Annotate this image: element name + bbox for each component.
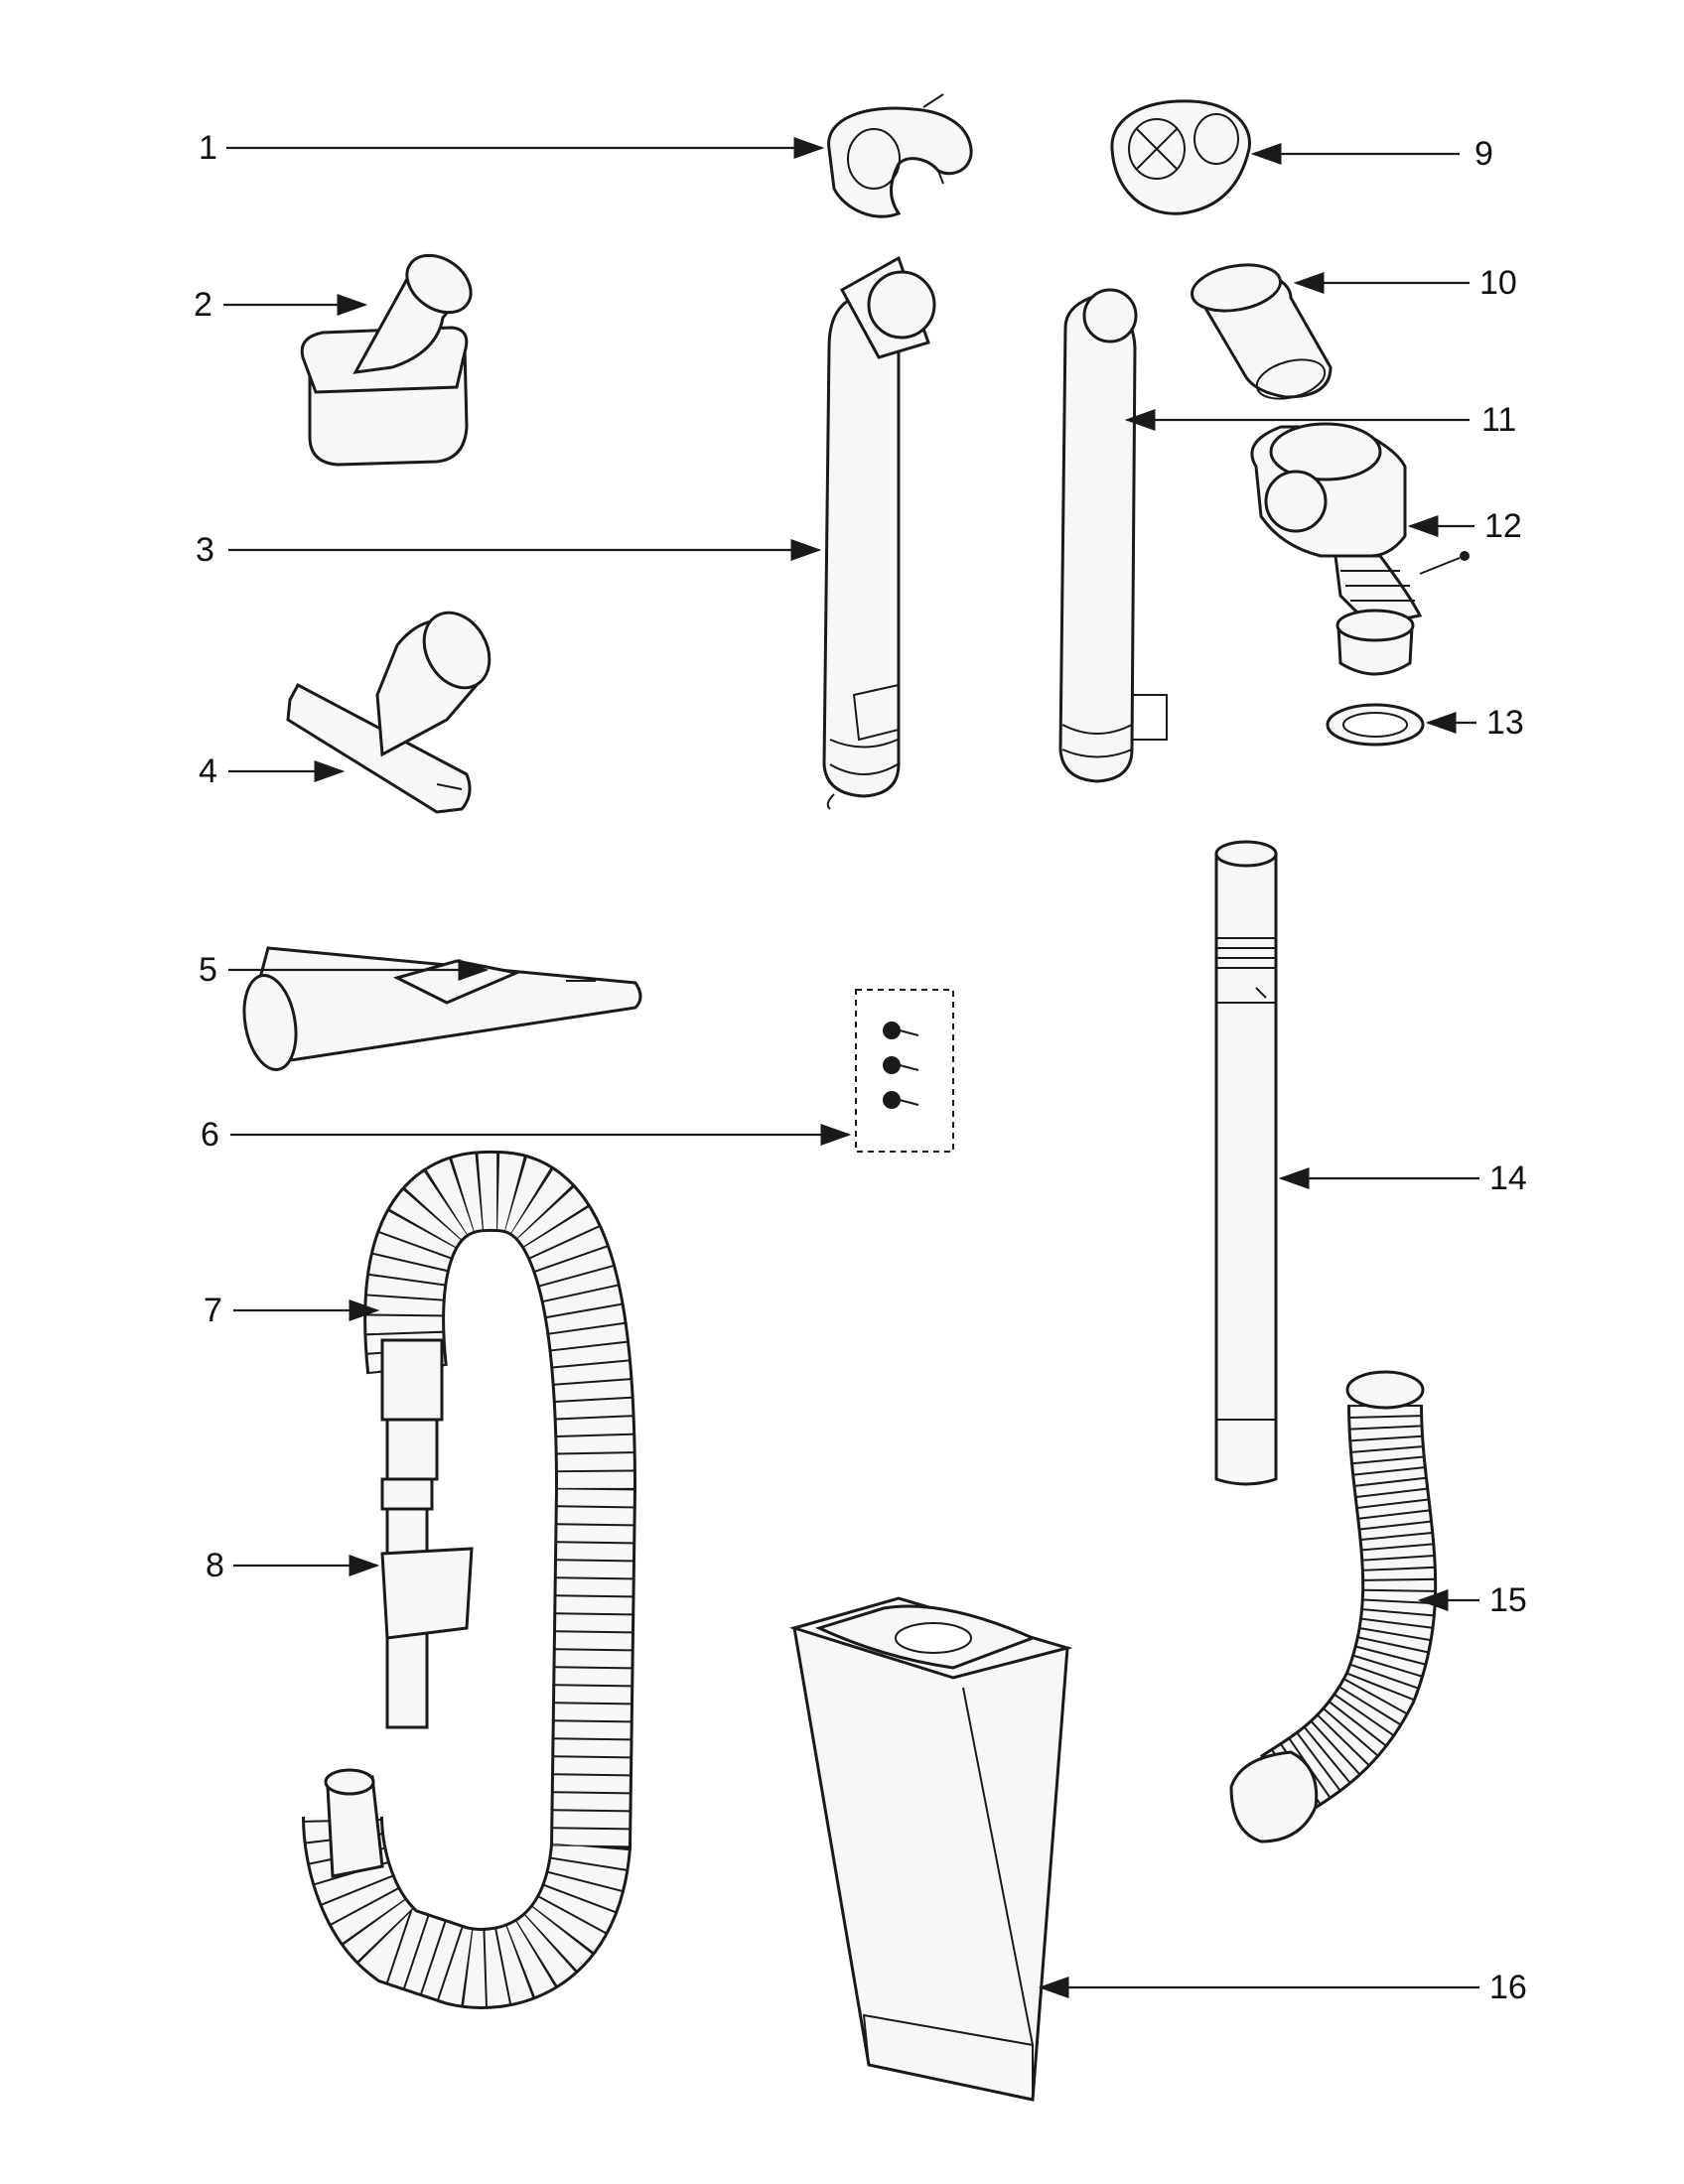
leader-lines xyxy=(223,137,1479,1998)
part-7-hose xyxy=(302,1150,637,2009)
part-11-wand xyxy=(1058,288,1168,783)
part-2-dusting-tool xyxy=(300,253,473,467)
part-9-adapter xyxy=(1110,99,1251,215)
part-5-crevice-tool xyxy=(242,946,642,1071)
callout-5: 5 xyxy=(199,951,217,989)
callout-8: 8 xyxy=(206,1547,224,1584)
part-4-upholstery-nozzle xyxy=(286,611,491,814)
part-8-hose-handle xyxy=(324,1338,474,1878)
part-10-adapter xyxy=(1191,263,1333,400)
callout-12: 12 xyxy=(1484,507,1522,545)
part-14-telescopic-wand xyxy=(1214,840,1278,1486)
callout-10: 10 xyxy=(1479,264,1517,302)
callout-16: 16 xyxy=(1489,1969,1527,2006)
callout-15: 15 xyxy=(1489,1581,1527,1619)
part-15-flex-hose xyxy=(1229,1370,1438,1843)
callout-labels: 1 2 3 4 5 6 7 8 9 10 11 12 13 14 15 16 xyxy=(194,129,1527,2006)
part-16-dust-bag xyxy=(788,1596,1073,2102)
callout-9: 9 xyxy=(1474,135,1493,173)
callout-1: 1 xyxy=(199,129,217,167)
callout-11: 11 xyxy=(1481,401,1516,439)
callout-2: 2 xyxy=(194,286,212,324)
callout-4: 4 xyxy=(199,752,217,790)
part-6-screws xyxy=(855,989,954,1153)
callout-13: 13 xyxy=(1486,704,1524,742)
part-12-elbow xyxy=(1250,422,1470,627)
callout-14: 14 xyxy=(1489,1160,1527,1197)
part-1-hose-clip xyxy=(827,93,973,218)
part-13-gasket xyxy=(1326,609,1425,747)
callout-3: 3 xyxy=(196,531,214,569)
callout-7: 7 xyxy=(204,1292,222,1329)
callout-6: 6 xyxy=(201,1116,219,1154)
part-3-extension-wand xyxy=(822,255,936,810)
